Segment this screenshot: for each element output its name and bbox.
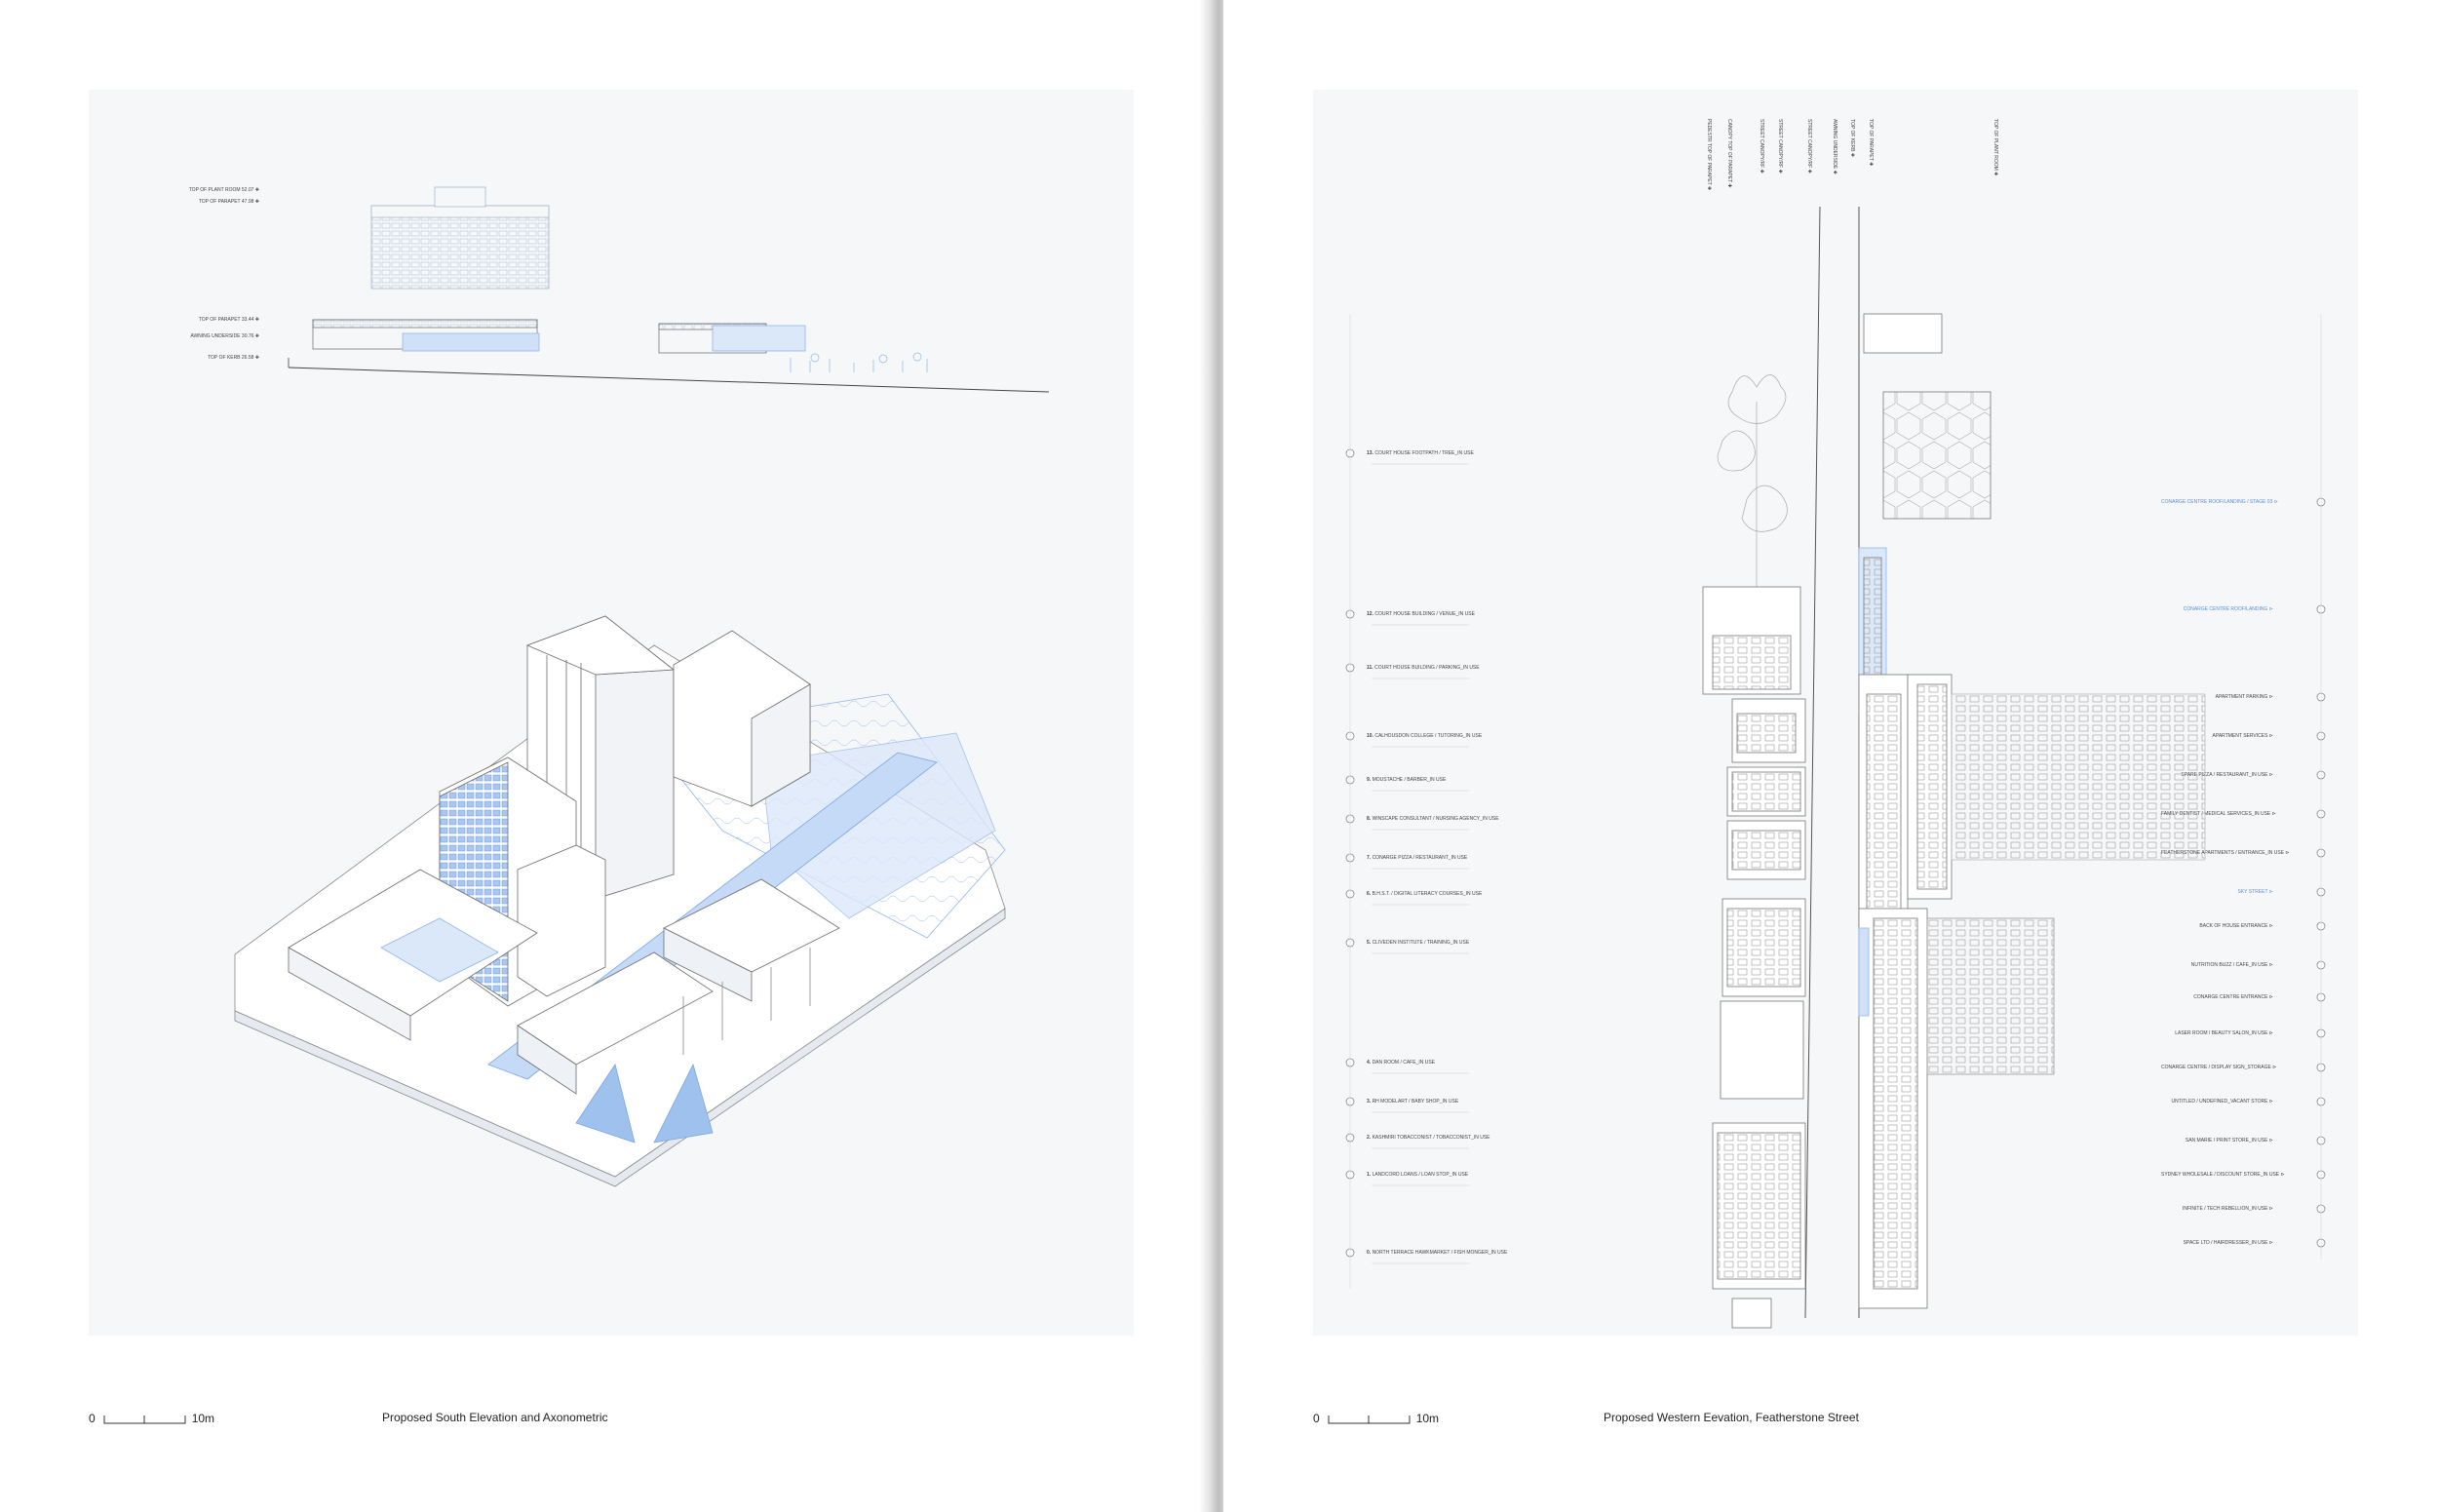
scale-start: 0	[1313, 1412, 1320, 1425]
left-tenancy-label: 0. NORTH TERRACE HAWKMARKET / FISH MONGE…	[1367, 1250, 1508, 1256]
left-tenancy-label: 13. COURT HOUSE FOOTPATH / TREE_IN USE	[1367, 450, 1474, 456]
right-tenancy-label: FEATHERSTONE APARTMENTS / ENTRANCE_IN US…	[2161, 850, 2290, 856]
scale-end: 10m	[1415, 1412, 1440, 1425]
right-tenancy-label: FAMILY DENTIST / MEDICAL SERVICES_IN USE…	[2161, 811, 2276, 817]
scale-bar: 0 10m	[89, 1412, 214, 1425]
left-tenancy-label: 12. COURT HOUSE BUILDING / VENUE_IN USE	[1367, 611, 1475, 617]
right-tenancy-label: SPARE PIZZA / RESTAURANT_IN USE ⊳	[2181, 772, 2273, 778]
right-tenancy-label: CONARGE CENTRE ENTRANCE ⊳	[2193, 994, 2273, 1000]
right-tenancy-label: SAN MARIE / PRINT STORE_IN USE ⊳	[2185, 1138, 2273, 1144]
right-tenancy-label: APARTMENT PARKING ⊳	[2215, 694, 2273, 700]
left-tenancy-label: 7. CONARGE PIZZA / RESTAURANT_IN USE	[1367, 855, 1468, 861]
left-tenancy-label: 4. DAN ROOM / CAFE_IN USE	[1367, 1060, 1436, 1066]
scale-bar-graphic	[1328, 1415, 1411, 1424]
right-tenancy-label: SKY STREET ⊳	[2237, 889, 2273, 895]
right-tenancy-label: LASER ROOM / BEAUTY SALON_IN USE ⊳	[2175, 1030, 2273, 1036]
drawing-plate-left: TOP OF PLANT ROOM 52.07 ✚ TOP OF PARAPET …	[89, 90, 1134, 1336]
scale-end: 10m	[191, 1412, 215, 1425]
scale-bar: 0 10m	[1313, 1412, 1439, 1425]
left-tenancy-label: 10. CALHOUSDON COLLEGE / TUTORING_IN USE	[1367, 733, 1483, 739]
right-tenancy-label: INFINITE / TECH REBELLION_IN USE ⊳	[2182, 1206, 2273, 1212]
south-elevation	[288, 186, 1050, 393]
left-tenancy-label: 9. MOUSTACHE / BARBER_IN USE	[1367, 777, 1447, 783]
scale-bar-graphic	[103, 1415, 186, 1424]
left-tenancy-label: 11. COURT HOUSE BUILDING / PARKING_IN US…	[1367, 665, 1480, 671]
elevation-level-label: TOP OF PLANT ROOM 52.07 ✚	[188, 187, 259, 193]
right-tenancy-label: SYDNEY WHOLESALE / DISCOUNT STORE_IN USE…	[2161, 1172, 2285, 1178]
axonometric	[234, 615, 1006, 1187]
south-elevation-and-axonometric-drawing	[234, 186, 1050, 1187]
caption: Proposed Western Eevation, Featherstone …	[1604, 1411, 1859, 1424]
left-page: TOP OF PLANT ROOM 52.07 ✚ TOP OF PARAPET …	[0, 0, 1214, 1512]
right-tenancy-label: BACK OF HOUSE ENTRANCE ⊳	[2199, 923, 2273, 929]
elevation-level-label: TOP OF PARAPET 33.44 ✚	[198, 317, 259, 323]
elevation-level-label: AWNING UNDERSIDE 30.76 ✚	[190, 333, 259, 339]
drawing-plate-right: PEDESTR TOP OF PARAPET ✚CANOPY TOP OF PA…	[1313, 90, 2358, 1336]
right-tenancy-label: CONARGE CENTRE ROOF/LANDING ⊳	[2183, 606, 2273, 612]
right-page: PEDESTR TOP OF PARAPET ✚CANOPY TOP OF PA…	[1223, 0, 2437, 1512]
elevation-level-label: TOP OF PARAPET 47.98 ✚	[198, 199, 259, 205]
right-tenancy-label: UNTITLED / UNDEFINED_VACANT STORE ⊳	[2171, 1099, 2273, 1105]
right-tenancy-label: NUTRITION BUZZ / CAFE_IN USE ⊳	[2190, 962, 2273, 968]
left-tenancy-label: 3. RH MODELART / BABY SHOP_IN USE	[1367, 1099, 1459, 1105]
left-tenancy-label: 6. B.H.S.T. / DIGITAL LITERACY COURSES_I…	[1367, 891, 1483, 897]
scale-start: 0	[89, 1412, 96, 1425]
left-tenancy-label: 5. CLIVEDEN INSTITUTE / TRAINING_IN USE	[1367, 940, 1470, 946]
right-tenancy-label: SPACE LTD / HAIRDRESSER_IN USE ⊳	[2183, 1240, 2273, 1246]
right-tenancy-label: CONARGE CENTRE ROOF/LANDING / STAGE 03 ⊳	[2161, 499, 2278, 505]
left-tenancy-label: 1. LANDCORD LOANS / LOAN STOP_IN USE	[1367, 1172, 1469, 1178]
left-tenancy-label: 8. WINSCAPE CONSULTANT / NURSING AGENCY_…	[1367, 816, 1499, 822]
caption: Proposed South Elevation and Axonometric	[382, 1411, 608, 1424]
western-elevation-drawing	[1345, 206, 2326, 1329]
right-tenancy-label: APARTMENT SERVICES ⊳	[2212, 733, 2273, 739]
left-tenancy-label: 2. KASHMIRI TOBACCONIST / TOBACCONIST_IN…	[1367, 1135, 1490, 1141]
right-tenancy-label: CONARGE CENTRE / DISPLAY SIGN_STORAGE ⊳	[2161, 1065, 2277, 1070]
elevation-level-label: TOP OF KERB 26.58 ✚	[208, 355, 259, 361]
